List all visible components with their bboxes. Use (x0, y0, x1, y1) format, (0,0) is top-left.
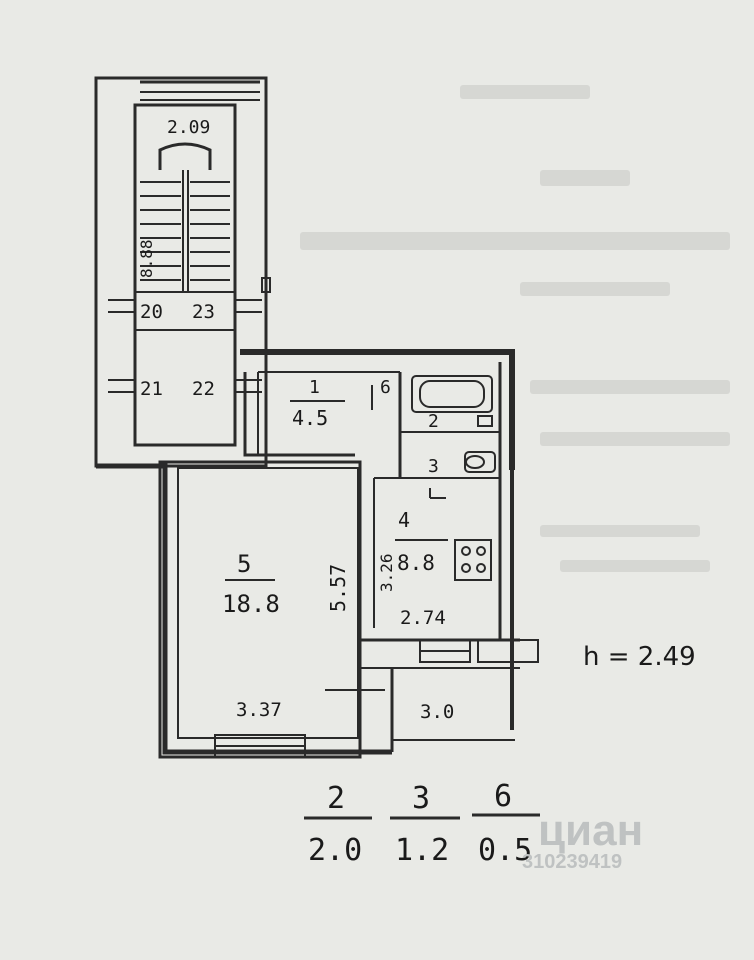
living-area: 18.8 (222, 590, 280, 618)
stair-width-label: 2.09 (167, 117, 210, 138)
door-label-23: 23 (192, 301, 215, 323)
door-label-20: 20 (140, 301, 163, 323)
storage-marker: 6 (380, 377, 391, 398)
door-label-21: 21 (140, 378, 163, 400)
ceiling-height: h = 2.49 (583, 642, 696, 672)
apartment-walls (96, 349, 520, 759)
summary-number-6: 6 (494, 779, 512, 814)
stove-icon (454, 539, 492, 581)
watermark: циан 310239419 (522, 806, 643, 873)
door-label-22: 22 (192, 378, 215, 400)
stair-side-label: 8.88 (137, 239, 156, 278)
hall-number: 1 (309, 377, 320, 398)
stair-treads (140, 181, 230, 281)
watermark-id: 310239419 (522, 851, 622, 873)
window-kitchen (419, 639, 539, 663)
living-length: 5.57 (326, 564, 350, 612)
summary-area-2: 2.0 (308, 833, 362, 868)
wc-number: 3 (428, 456, 439, 477)
hall-area: 4.5 (292, 406, 328, 430)
toilet (464, 451, 496, 473)
summary: 2 2.0 3 1.2 6 0.5 (304, 779, 540, 868)
kitchen-area: 8.8 (397, 551, 435, 575)
summary-area-6: 0.5 (478, 833, 532, 868)
summary-number-3: 3 (412, 781, 430, 816)
living-number: 5 (237, 550, 251, 578)
kitchen-length: 3.26 (377, 553, 396, 592)
watermark-brand: циан (538, 806, 643, 855)
door-marks (290, 385, 446, 691)
kitchen-width: 2.74 (400, 607, 446, 629)
background-print (300, 85, 730, 572)
summary-number-2: 2 (327, 781, 345, 816)
loggia-length: 3.0 (420, 701, 454, 723)
kitchen-number: 4 (398, 508, 410, 532)
stairwell (94, 76, 271, 468)
window-living (214, 734, 306, 758)
bathroom-number: 2 (428, 411, 439, 432)
bathtub (411, 375, 493, 427)
living-width: 3.37 (236, 699, 282, 721)
summary-area-3: 1.2 (395, 833, 449, 868)
